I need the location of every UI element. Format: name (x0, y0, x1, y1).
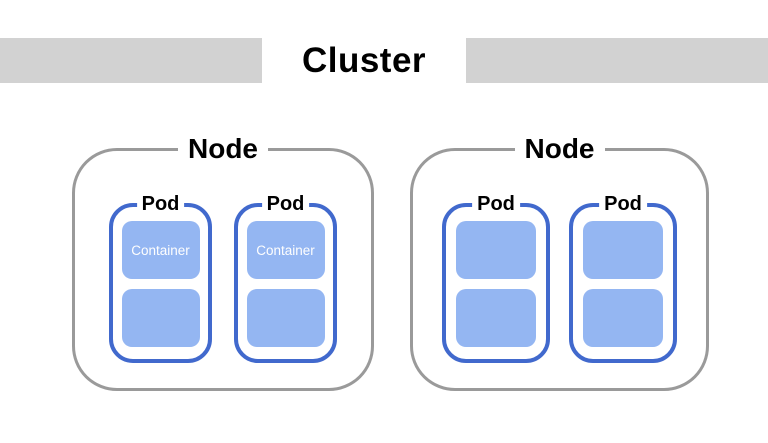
container-label: Container (131, 242, 190, 258)
title-bar-left (0, 38, 262, 83)
node-2-pod-2: Pod (569, 193, 677, 363)
node-1-pod-2-label: Pod (261, 193, 310, 215)
node-2: Node Pod Pod (410, 133, 709, 391)
node-1-pod-2: Pod Container (234, 193, 337, 363)
node-2-pod-2-container-1 (583, 221, 663, 279)
node-2-pod-row: Pod Pod (413, 193, 706, 363)
node-2-pod-2-container-2 (583, 289, 663, 347)
title-bar-right (466, 38, 768, 83)
node-2-pod-1-container-2 (456, 289, 536, 347)
node-2-pod-1-container-1 (456, 221, 536, 279)
node-2-pod-2-label: Pod (599, 193, 647, 215)
node-1-pod-2-container-1: Container (246, 221, 325, 279)
node-2-pod-1: Pod (442, 193, 550, 363)
node-1-pod-2-container-2 (246, 289, 325, 347)
node-1-pod-1: Pod Container (109, 193, 212, 363)
node-2-pod-1-label: Pod (472, 193, 520, 215)
node-2-label: Node (514, 133, 605, 165)
node-1-pod-1-label: Pod (136, 193, 185, 215)
container-label: Container (256, 242, 315, 258)
node-1-pod-1-container-1: Container (121, 221, 200, 279)
cluster-title: Cluster (301, 40, 427, 80)
node-1-pod-row: Pod Container Pod Container (75, 193, 371, 363)
node-1: Node Pod Container Pod Container (72, 133, 374, 391)
node-1-label: Node (178, 133, 268, 165)
node-1-pod-1-container-2 (121, 289, 200, 347)
cluster-header: Cluster (0, 38, 768, 83)
